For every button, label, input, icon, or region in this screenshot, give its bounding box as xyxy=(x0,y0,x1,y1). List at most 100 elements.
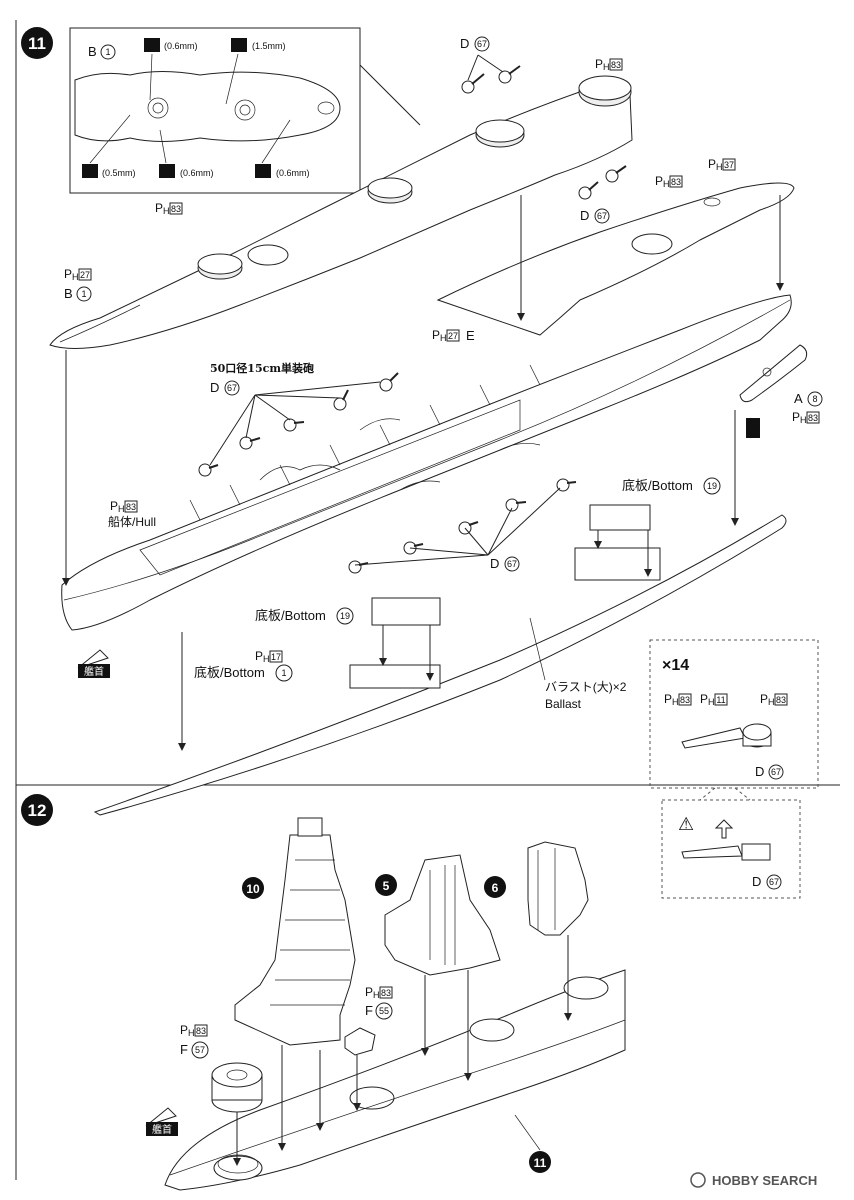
warning-icon: ⚠ xyxy=(678,814,694,835)
bow-indicator-2: 艦首 xyxy=(145,1107,178,1136)
svg-text:83: 83 xyxy=(776,695,786,705)
svg-text:P: P xyxy=(760,692,768,706)
part-f55 xyxy=(344,1027,376,1056)
x14-d67: D xyxy=(755,764,764,779)
svg-text:1: 1 xyxy=(281,668,286,678)
funnel-assembly: 5 xyxy=(375,854,501,976)
warning-inset: ⚠ D 67 xyxy=(661,787,801,899)
drill-inset: B 1 (0.6mm) (1.5mm) (0.5mm) (0.6mm) (0.6… xyxy=(69,27,421,194)
label-d67-top: D xyxy=(460,36,469,51)
label-ph83-b: P xyxy=(155,201,163,215)
svg-text:83: 83 xyxy=(381,988,391,998)
svg-text:83: 83 xyxy=(171,204,181,214)
label-ph27-b: P xyxy=(64,267,72,281)
subassembly-10-label: 10 xyxy=(246,882,260,896)
svg-text:H: H xyxy=(672,697,679,707)
svg-text:H: H xyxy=(603,62,610,72)
label-ph83-a8: P xyxy=(792,410,800,424)
label-f55: F xyxy=(365,1003,373,1018)
watermark: HOBBY SEARCH xyxy=(690,1172,817,1188)
subassembly-5-label: 5 xyxy=(383,879,390,893)
svg-text:83: 83 xyxy=(680,695,690,705)
subassembly-6-label: 6 xyxy=(492,881,499,895)
label-bottom19-a: 底板/Bottom xyxy=(622,478,693,493)
drill-icon: (1.5mm) xyxy=(231,38,286,52)
svg-text:H: H xyxy=(373,990,380,1000)
bow-indicator: 艦首 xyxy=(77,649,110,678)
label-ballast-jp: バラスト(大)×2 xyxy=(545,680,627,694)
svg-text:57: 57 xyxy=(195,1045,205,1055)
label-a8: A xyxy=(794,391,803,406)
aft-deck xyxy=(436,182,795,336)
svg-text:H: H xyxy=(800,415,807,425)
svg-text:H: H xyxy=(163,206,170,216)
label-bottom1: 底板/Bottom xyxy=(194,665,265,680)
label-bottom19-b: 底板/Bottom xyxy=(255,608,326,623)
label-ph37: P xyxy=(708,157,716,171)
drill-size-1: (0.6mm) xyxy=(164,41,198,51)
svg-text:37: 37 xyxy=(724,160,734,170)
svg-text:83: 83 xyxy=(611,60,621,70)
svg-text:H: H xyxy=(118,504,125,514)
label-ph27-e: P xyxy=(432,328,440,342)
label-d67-mid-num: 67 xyxy=(597,211,607,221)
step-12-arrows xyxy=(233,935,572,1166)
svg-text:1: 1 xyxy=(81,289,86,299)
subassembly-11-label: 11 xyxy=(534,1156,547,1170)
labels-step-11: D 67 D 67 D 67 D 67 50口径15cm単装砲 P H 83 P… xyxy=(64,36,823,711)
page-frame xyxy=(15,20,840,1180)
label-d67-top-num: 67 xyxy=(477,39,487,49)
svg-text:83: 83 xyxy=(126,502,136,512)
label-ph83-hull: P xyxy=(110,499,118,513)
svg-text:H: H xyxy=(663,179,670,189)
aft-mast-assembly: 6 xyxy=(484,841,589,936)
svg-text:H: H xyxy=(263,654,270,664)
label-ph83-f55: P xyxy=(365,985,373,999)
label-ph83-f57: P xyxy=(180,1023,188,1037)
drill-icon: (0.6mm) xyxy=(255,164,310,178)
label-ph83-c: P xyxy=(655,174,663,188)
svg-text:19: 19 xyxy=(340,611,350,621)
step-12-badge: 12 xyxy=(21,794,53,826)
svg-text:P: P xyxy=(664,692,672,706)
ballast-b xyxy=(349,597,441,689)
svg-text:67: 67 xyxy=(771,767,781,777)
svg-text:H: H xyxy=(72,272,79,282)
svg-text:83: 83 xyxy=(196,1026,206,1036)
svg-text:83: 83 xyxy=(671,177,681,187)
label-d67-low: D xyxy=(490,556,499,571)
x14-count: ×14 xyxy=(662,657,689,674)
label-d67-low-num: 67 xyxy=(507,559,517,569)
drill-icon: (0.6mm) xyxy=(159,164,214,178)
label-hull: 船体/Hull xyxy=(108,515,156,529)
turret-f57 xyxy=(211,1062,263,1113)
inset-part-b: B xyxy=(88,44,97,59)
hull xyxy=(61,294,792,631)
ballast-a xyxy=(574,504,661,581)
labels-step-12: P H 83 F 55 P H 83 F 57 艦首 11 xyxy=(145,985,551,1173)
label-ph83-a: P xyxy=(595,57,603,71)
svg-text:H: H xyxy=(768,697,775,707)
label-f57: F xyxy=(180,1042,188,1057)
svg-text:55: 55 xyxy=(379,1006,389,1016)
bridge-tower: 10 xyxy=(234,817,356,1046)
label-d67-guns: D xyxy=(210,380,219,395)
drill-icon: (0.6mm) xyxy=(144,38,198,52)
x14-inset: ×14 P H 83 P H 11 P H 83 D 67 xyxy=(649,639,819,789)
gun-caption: 50口径15cm単装砲 xyxy=(210,361,314,375)
bottom-plate-1 xyxy=(93,514,787,816)
drill-size-2: (1.5mm) xyxy=(252,41,286,51)
label-d67-guns-num: 67 xyxy=(227,383,237,393)
assembly-arrows xyxy=(62,54,784,751)
main-deck xyxy=(49,75,633,349)
inset-part-b-num: 1 xyxy=(105,47,110,57)
svg-text:17: 17 xyxy=(271,652,281,662)
svg-text:19: 19 xyxy=(707,481,717,491)
drill-size-5: (0.6mm) xyxy=(276,168,310,178)
svg-text:11: 11 xyxy=(716,695,725,705)
step-12-deck xyxy=(164,969,626,1191)
label-b1: B xyxy=(64,286,73,301)
label-d67-mid: D xyxy=(580,208,589,223)
svg-text:H: H xyxy=(188,1028,195,1038)
